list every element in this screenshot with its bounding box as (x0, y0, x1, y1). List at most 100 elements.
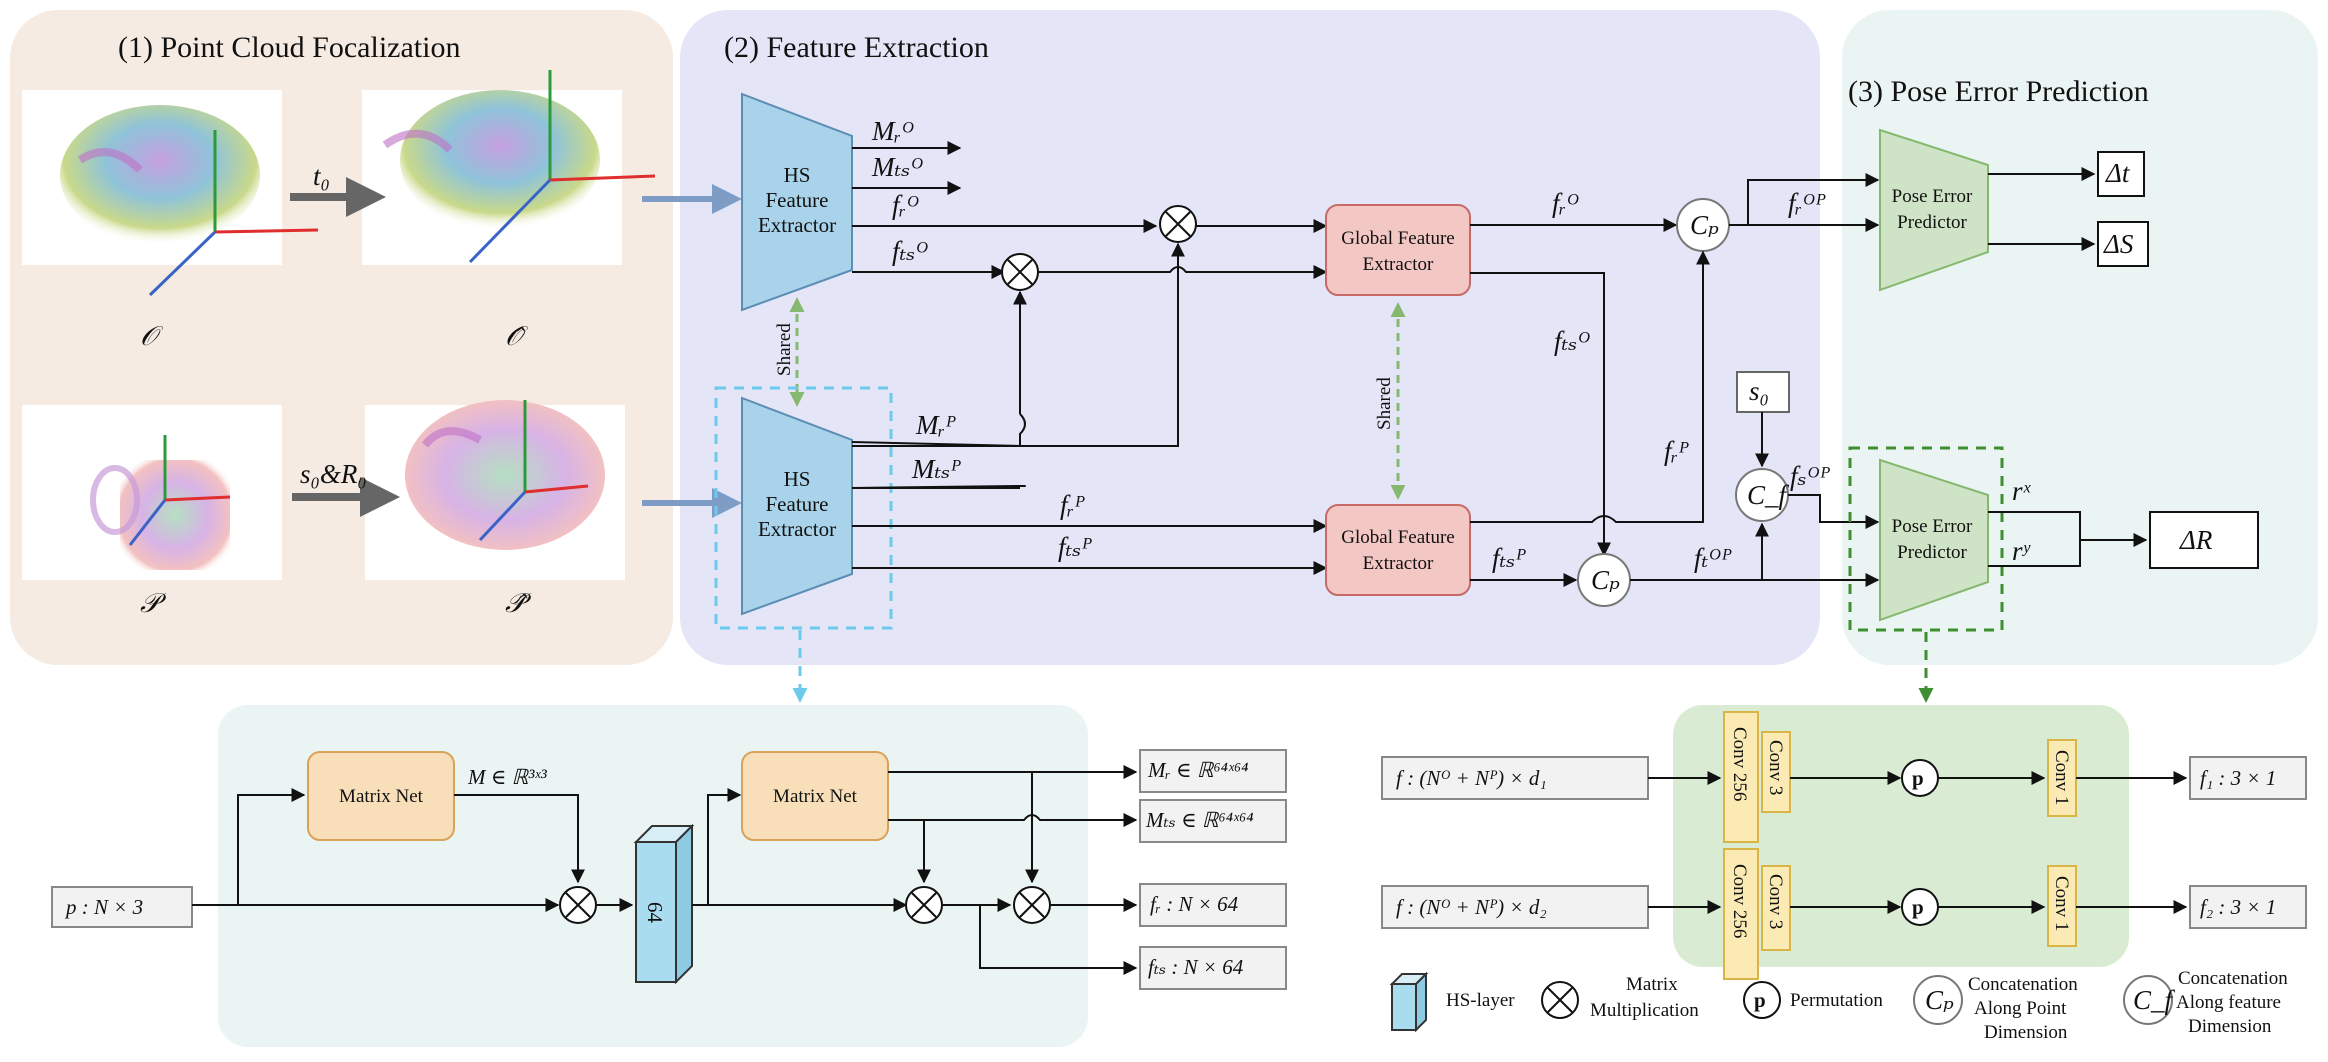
matmul-node-hs1 (559, 886, 597, 924)
legend-cp-text-1: Concatenation (1968, 974, 2078, 995)
svg-text:HS: HS (784, 467, 811, 491)
perm-node-row1: p (1901, 759, 1939, 797)
svg-text:Mᵣ ∈ ℝ⁶⁴ˣ⁶⁴: Mᵣ ∈ ℝ⁶⁴ˣ⁶⁴ (1147, 758, 1248, 782)
svg-text:Conv 256: Conv 256 (1729, 727, 1750, 801)
legend-cp-icon: Cₚ (1913, 975, 1963, 1025)
svg-text:Pose Error: Pose Error (1892, 516, 1973, 537)
hs-out-mr: Mᵣ ∈ ℝ⁶⁴ˣ⁶⁴ (1139, 749, 1287, 793)
svg-text:p: p (1754, 988, 1766, 1012)
s0-box: s₀ (1736, 371, 1790, 413)
section-title-focalization: (1) Point Cloud Focalization (118, 31, 460, 64)
svg-text:Pose Error: Pose Error (1892, 186, 1973, 207)
legend-cf-text-3: Dimension (2188, 1016, 2272, 1037)
svg-text:Cₚ: Cₚ (1690, 210, 1719, 240)
legend-cp-text-3: Dimension (1984, 1022, 2068, 1043)
svg-text:64: 64 (643, 902, 667, 924)
svg-text:Δt: Δt (2105, 158, 2131, 188)
perm-node-row2: p (1901, 888, 1939, 926)
svg-text:Extractor: Extractor (1363, 254, 1434, 275)
legend-perm-icon: p (1743, 981, 1781, 1019)
svg-text:p: p (1912, 766, 1924, 790)
svg-text:Extractor: Extractor (758, 517, 836, 541)
svg-text:fᵣ : N × 64: fᵣ : N × 64 (1150, 892, 1239, 916)
matmul-node-top (1159, 205, 1197, 243)
svg-text:Cₚ: Cₚ (1591, 565, 1620, 595)
legend-matmul-text-2: Multiplication (1590, 1000, 1699, 1021)
hs-feature-extractor-bottom: HS Feature Extractor (741, 396, 853, 616)
svg-text:f : (Nᴼ + Nᴾ) × d₂: f : (Nᴼ + Nᴾ) × d₂ (1396, 895, 1547, 919)
global-feature-extractor-bottom: Global Feature Extractor (1325, 504, 1471, 596)
legend-perm-text: Permutation (1790, 990, 1883, 1011)
svg-text:Global Feature: Global Feature (1341, 527, 1454, 548)
f-r-op-label: fᵣᴼᴾ (1788, 188, 1826, 218)
svg-text:Predictor: Predictor (1897, 542, 1967, 563)
delta-r-box: ΔR (2149, 511, 2259, 569)
legend-cf-text-1: Concatenation (2178, 968, 2288, 989)
svg-text:Predictor: Predictor (1897, 212, 1967, 233)
cloud-image-O-hat (362, 70, 656, 265)
global-out-f-r-O: fᵣᴼ (1552, 188, 1579, 218)
f-t-op-label: fₜᴼᴾ (1694, 543, 1732, 573)
svg-text:Feature: Feature (766, 188, 829, 212)
pose-error-predictor-top: Pose Error Predictor (1879, 128, 1989, 292)
matmul-node-mid (1001, 253, 1039, 291)
legend-hs-layer-text: HS-layer (1446, 990, 1515, 1011)
f-s-op-label: fₛᴼᴾ (1790, 461, 1830, 491)
matrix-net-1: Matrix Net (307, 751, 455, 841)
hs-out-mts: Mₜₛ ∈ ℝ⁶⁴ˣ⁶⁴ (1139, 799, 1287, 843)
concat-point-node-bottom: Cₚ (1577, 553, 1631, 607)
hs-out-fr: fᵣ : N × 64 (1139, 883, 1287, 927)
feature-extraction-panel (680, 10, 1820, 665)
section-title-feature: (2) Feature Extraction (724, 31, 989, 64)
svg-text:Conv 3: Conv 3 (1765, 874, 1786, 929)
top-M-ts-O: Mₜₛᴼ (871, 152, 923, 182)
hs-zoom-box (714, 386, 893, 630)
svg-text:C_f: C_f (2133, 985, 2176, 1015)
legend-cp-text-2: Along Point (1974, 998, 2067, 1019)
conv256-row1: Conv 256 (1723, 711, 1759, 843)
svg-text:f₁ : 3 × 1: f₁ : 3 × 1 (2200, 766, 2276, 790)
top-f-r-O: fᵣᴼ (892, 190, 919, 220)
conv1-row2: Conv 1 (2047, 865, 2077, 947)
delta-t-box: Δt (2097, 151, 2145, 197)
legend-matmul-text-1: Matrix (1626, 974, 1678, 995)
conv1-row1: Conv 1 (2047, 739, 2077, 817)
conv256-row2: Conv 256 (1723, 848, 1759, 980)
global-out-f-ts-P: fₜₛᴾ (1492, 543, 1526, 573)
svg-text:Feature: Feature (766, 492, 829, 516)
pred-out-2: f₂ : 3 × 1 (2189, 885, 2307, 929)
legend-cf-text-2: Along feature (2176, 992, 2281, 1013)
legend-hs-layer-icon (1389, 971, 1429, 1033)
cloud-image-P (22, 405, 282, 580)
svg-text:p : N × 3: p : N × 3 (64, 895, 143, 919)
svg-text:Matrix Net: Matrix Net (339, 786, 424, 807)
cloud-image-P-hat (365, 400, 625, 580)
pred-input-2: f : (Nᴼ + Nᴾ) × d₂ (1381, 885, 1649, 929)
pred-out-1: f₁ : 3 × 1 (2189, 756, 2307, 800)
bottom-M-r-P: Mᵣᴾ (915, 410, 956, 440)
svg-text:ΔR: ΔR (2179, 525, 2213, 555)
svg-text:Extractor: Extractor (1363, 553, 1434, 574)
hs-feature-extractor-top: HS Feature Extractor (741, 92, 853, 312)
rx-label: rˣ (2012, 476, 2032, 506)
global-out-f-r-P: fᵣᴾ (1664, 436, 1689, 466)
svg-text:Matrix Net: Matrix Net (773, 786, 858, 807)
bottom-f-r-P: fᵣᴾ (1060, 490, 1085, 520)
top-f-ts-O: fₜₛᴼ (892, 236, 928, 266)
global-out-f-ts-O: fₜₛᴼ (1554, 326, 1590, 356)
svg-text:f₂ : 3 × 1: f₂ : 3 × 1 (2200, 895, 2276, 919)
svg-text:fₜₛ : N × 64: fₜₛ : N × 64 (1148, 955, 1244, 979)
shared-hs-label: Shared (774, 323, 795, 376)
svg-text:ΔS: ΔS (2103, 229, 2134, 259)
svg-text:Conv 1: Conv 1 (2051, 876, 2072, 931)
matmul-node-hs2 (905, 886, 943, 924)
conv3-row2: Conv 3 (1761, 865, 1791, 951)
svg-text:f : (Nᴼ + Nᴾ) × d₁: f : (Nᴼ + Nᴾ) × d₁ (1396, 766, 1547, 790)
bottom-f-ts-P: fₜₛᴾ (1058, 532, 1092, 562)
svg-text:p: p (1912, 895, 1924, 919)
s0-r0-label: s₀&R₀ (300, 459, 367, 489)
cloud-image-O (22, 90, 319, 297)
conv3-row1: Conv 3 (1761, 731, 1791, 813)
svg-text:Conv 3: Conv 3 (1765, 740, 1786, 795)
